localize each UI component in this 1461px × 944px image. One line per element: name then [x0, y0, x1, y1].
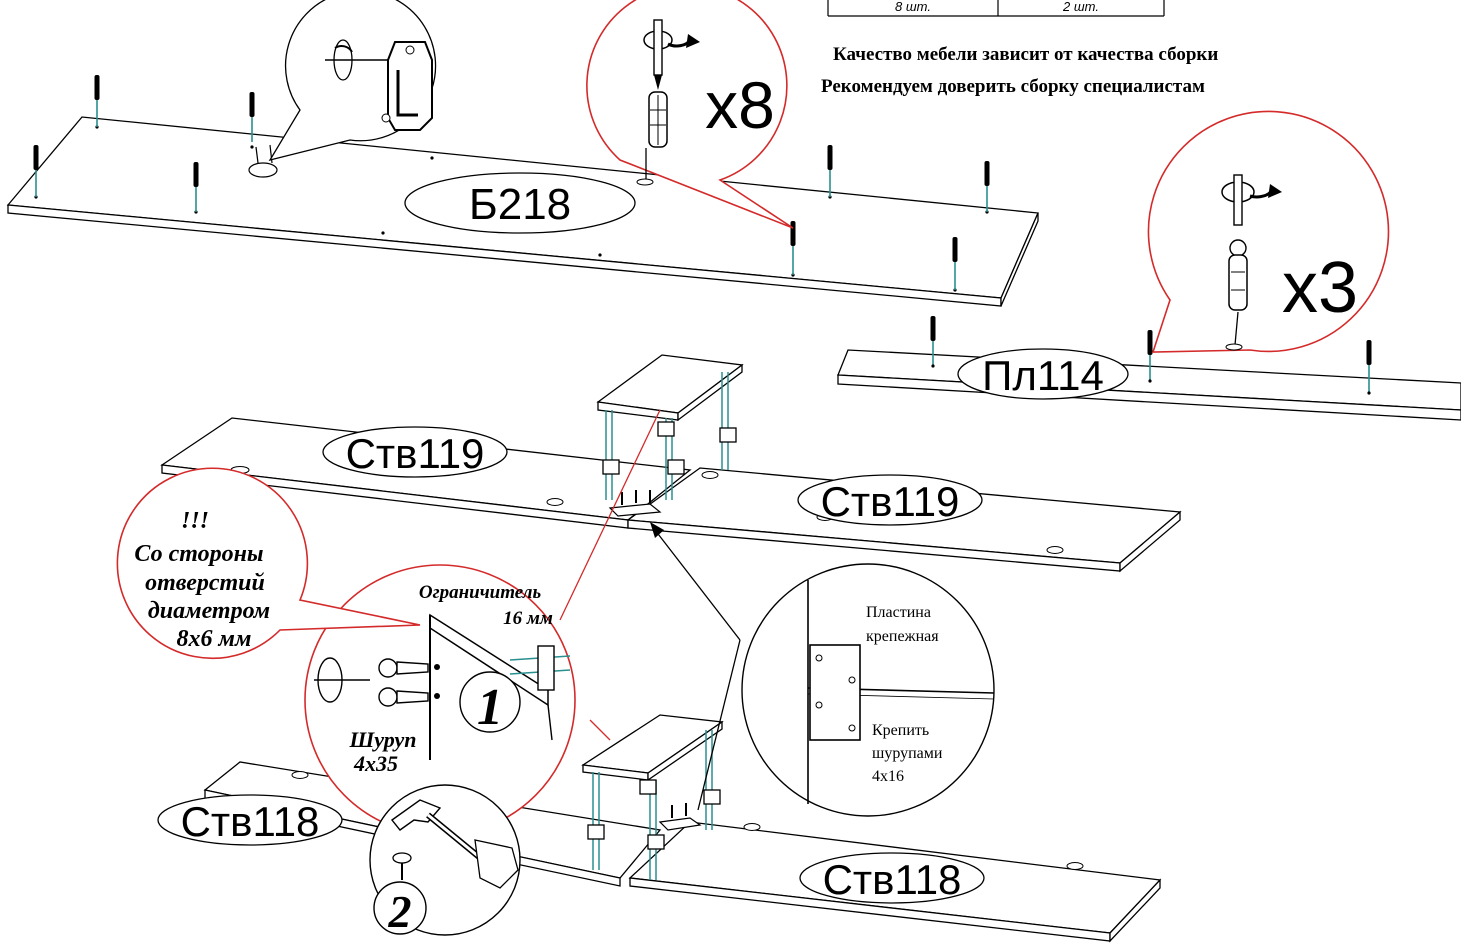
- screwdriver-callout-x8: x8: [586, 0, 794, 229]
- stv118-holes: [291, 771, 1084, 870]
- step-1-number: 1: [477, 679, 503, 736]
- limiter-label-2: 16 мм: [503, 608, 553, 629]
- warning-line-2: Рекомендуем доверить сборку специалистам: [821, 76, 1205, 97]
- upper-shelf: [596, 354, 744, 422]
- qty-cell-right: 2 шт.: [1062, 0, 1099, 14]
- hook-callout: [268, 0, 437, 162]
- label-oval-b218: [404, 172, 636, 234]
- label-oval-stv118-left: [157, 794, 343, 846]
- hook-bracket: [248, 144, 278, 178]
- step-2-number: 2: [388, 886, 412, 937]
- plate-detail-circle: Пластина крепежная Крепить шурупами 4х16: [741, 563, 995, 817]
- label-oval-stv119-right: [797, 474, 983, 526]
- label-stv119-right: Ств119: [821, 478, 960, 525]
- fix-label-3: 4х16: [872, 768, 904, 785]
- label-pl114: Пл114: [982, 352, 1104, 399]
- label-oval-stv118-right: [799, 852, 985, 904]
- screw-label-2: 4х35: [353, 751, 398, 776]
- pl114-screws: [930, 316, 1372, 395]
- label-oval-pl114: [957, 348, 1129, 400]
- screw-count-x8: x8: [705, 68, 775, 142]
- screw-label-1: Шуруп: [349, 727, 417, 752]
- b218-screws: [33, 75, 990, 290]
- label-b218: Б218: [469, 180, 571, 229]
- warning-line-1: Качество мебели зависит от качества сбор…: [833, 44, 1218, 65]
- hammer-detail-circle: 2: [369, 784, 521, 937]
- holes-note-1: !!!: [181, 508, 209, 534]
- holes-note-4: диаметром: [148, 598, 270, 624]
- qty-cell-left: 8 шт.: [895, 0, 931, 14]
- plate-pointer-arrow: [650, 522, 741, 811]
- fix-label-1: Крепить: [872, 722, 929, 739]
- screwdriver-callout-x3: x3: [1147, 110, 1390, 353]
- screw-count-x3: x3: [1282, 248, 1358, 328]
- lower-plate: [658, 803, 702, 831]
- plate-label-2: крепежная: [866, 628, 939, 645]
- limiter-label-1: Ограничитель: [419, 582, 542, 603]
- fix-label-2: шурупами: [872, 745, 943, 762]
- quantity-table: 8 шт. 2 шт.: [827, 0, 1165, 17]
- holes-note-5: 8х6 мм: [177, 626, 252, 652]
- lower-shelf-dowels: [592, 730, 713, 880]
- upper-plate: [608, 490, 662, 517]
- upper-limiters: [602, 421, 737, 475]
- lower-shelf: [581, 714, 724, 782]
- holes-note-2: Со стороны: [134, 541, 263, 567]
- limiter-detail-circle: 1 Ограничитель 16 мм Шуруп 4х35: [304, 409, 661, 836]
- label-stv118-left: Ств118: [181, 798, 320, 845]
- holes-note-3: отверстий: [145, 570, 265, 596]
- label-stv118-right: Ств118: [823, 856, 962, 903]
- label-stv119-left: Ств119: [346, 430, 485, 477]
- lower-limiters: [587, 779, 721, 850]
- holes-note-bubble: !!! Со стороны отверстий диаметром 8х6 м…: [116, 467, 421, 660]
- label-oval-stv119-left: [322, 426, 508, 478]
- plate-label-1: Пластина: [866, 604, 931, 621]
